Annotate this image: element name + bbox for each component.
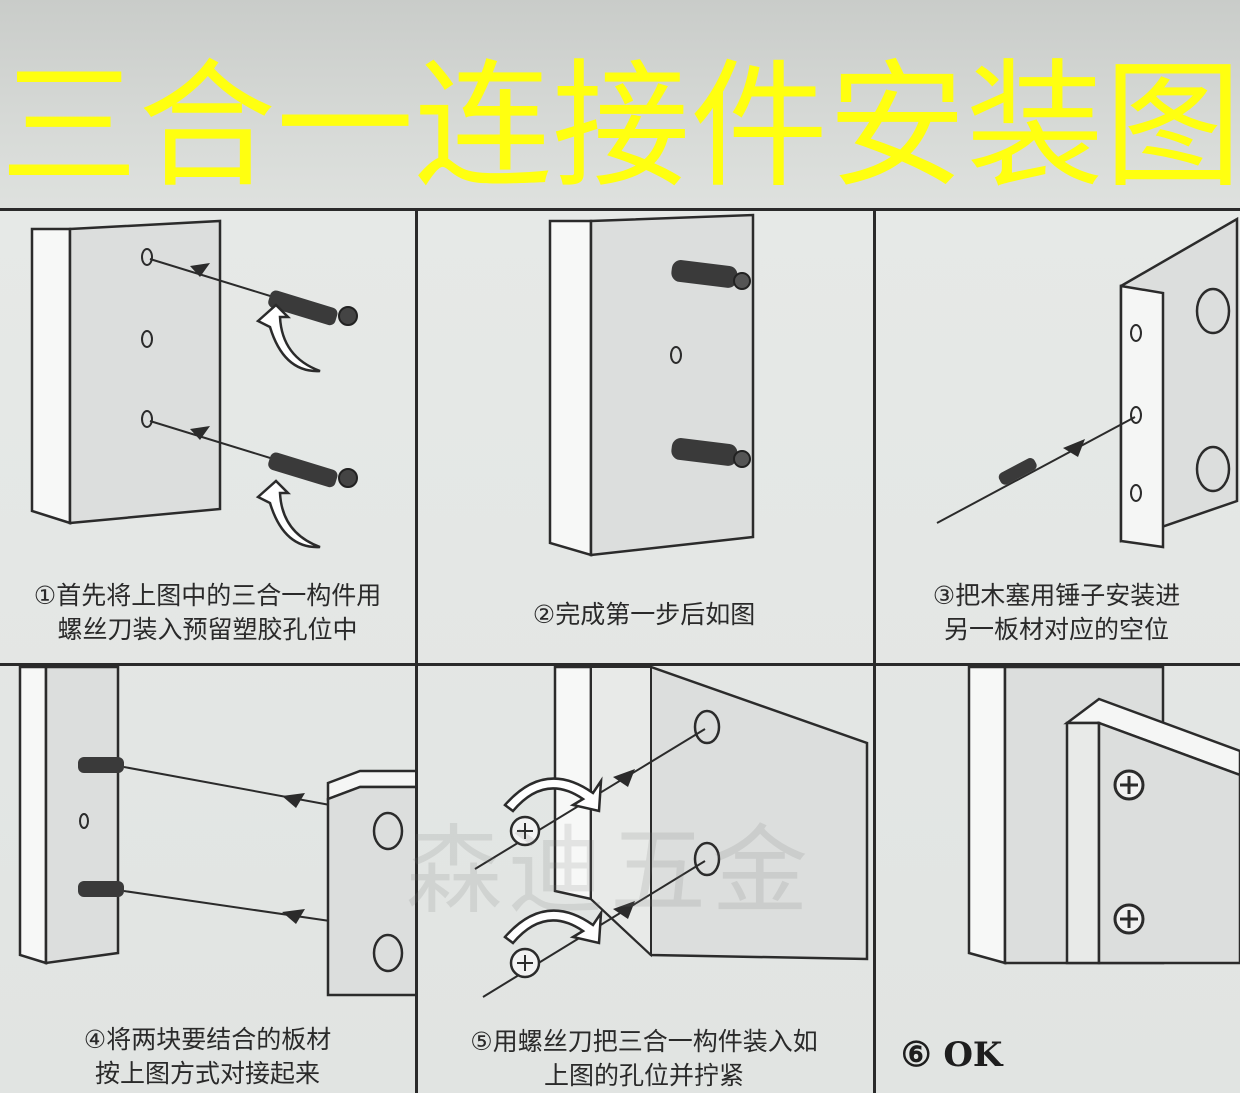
step-5-illustration (474, 665, 869, 998)
step-4-panel: ④将两块要结合的板材 按上图方式对接起来 (0, 663, 418, 1093)
step-5-caption: ⑤用螺丝刀把三合一构件装入如 上图的孔位并拧紧 (470, 1027, 818, 1090)
watermark: 森迪五金 (406, 815, 814, 927)
step-2-caption: ②完成第一步后如图 (532, 600, 756, 629)
step-6-caption: ⑥ OK (901, 1035, 1003, 1075)
step-2-panel: ②完成第一步后如图 (415, 211, 876, 666)
step-6-illustration (967, 665, 1240, 965)
main-title: 三合一连接件安装图 (0, 46, 1240, 207)
step-3-caption: ③把木塞用锤子安装进 另一板材对应的空位 (932, 581, 1181, 644)
step-3-illustration (936, 216, 1239, 549)
step-1-panel: ①首先将上图中的三合一构件用 螺丝刀装入预留塑胶孔位中 (0, 211, 418, 666)
step-1-caption: ①首先将上图中的三合一构件用 螺丝刀装入预留塑胶孔位中 (33, 581, 382, 644)
step-2-illustration (548, 213, 755, 557)
title-band (0, 0, 1240, 215)
step-3-panel: ③把木塞用锤子安装进 另一板材对应的空位 (873, 211, 1240, 666)
step-4-caption: ④将两块要结合的板材 按上图方式对接起来 (83, 1025, 332, 1088)
step-4-illustration (18, 665, 415, 997)
step-5-panel: ⑤用螺丝刀把三合一构件装入如 上图的孔位并拧紧 (415, 663, 876, 1093)
step-6-panel: ⑥ OK (873, 663, 1240, 1093)
instruction-sheet: ①首先将上图中的三合一构件用 螺丝刀装入预留塑胶孔位中 ②完成第一步后如图 (0, 208, 1240, 1093)
step-1-illustration (30, 219, 358, 549)
